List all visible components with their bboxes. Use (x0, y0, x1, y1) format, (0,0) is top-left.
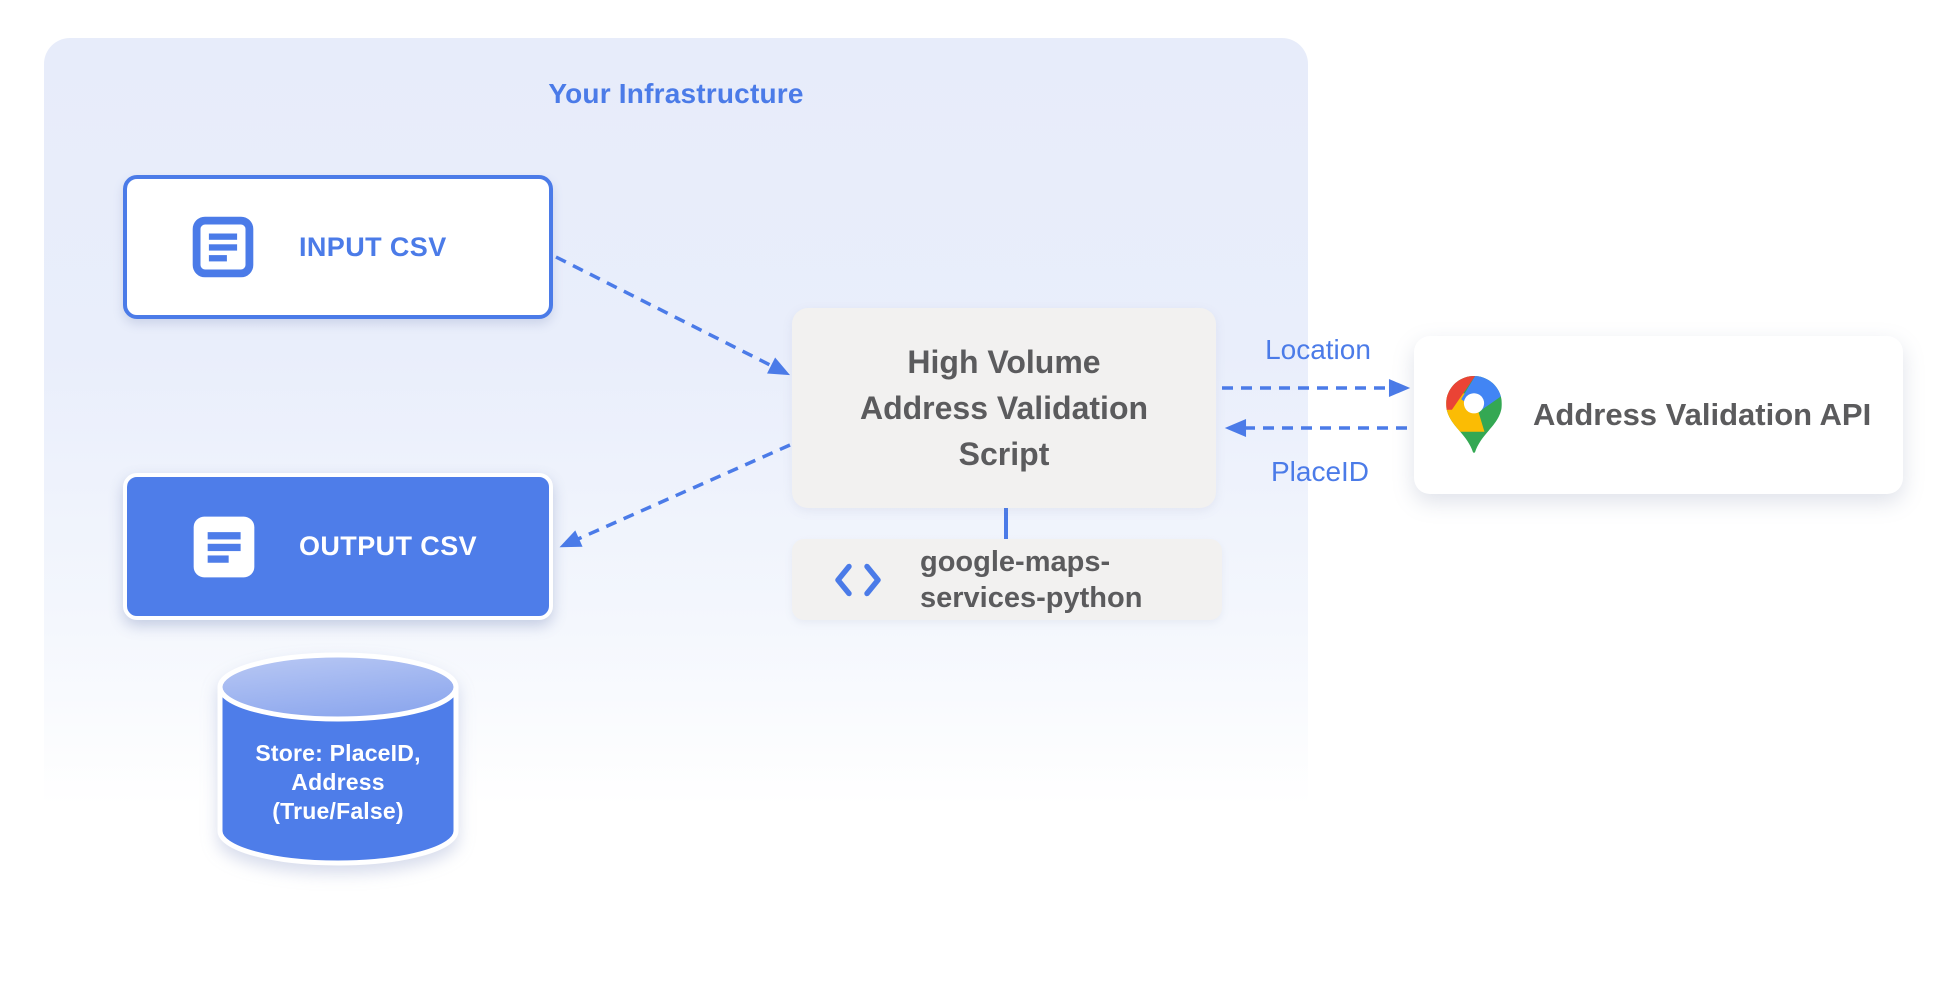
placeid-edge-label: PlaceID (1270, 456, 1370, 487)
node-output-csv: OUTPUT CSV (123, 473, 553, 620)
library-line-2: services-python (920, 581, 1143, 614)
library-line-1: google-maps- (920, 545, 1111, 578)
google-maps-pin-icon (1446, 375, 1502, 453)
code-icon (835, 563, 881, 596)
node-input-csv: INPUT CSV (123, 175, 553, 319)
script-line-1: High Volume (907, 344, 1101, 380)
datastore-line-3: (True/False) (272, 798, 404, 824)
datastore-line-1: Store: PlaceID, (255, 740, 421, 766)
node-library: google-maps- services-python (792, 539, 1222, 620)
document-lines-icon (193, 516, 255, 577)
node-validation-script: High Volume Address Validation Script (792, 308, 1216, 508)
database-cylinder-icon (217, 652, 459, 866)
script-line-3: Script (958, 436, 1050, 472)
node-address-validation-api: Address Validation API (1414, 336, 1903, 494)
output-csv-label: OUTPUT CSV (299, 531, 478, 561)
script-line-2: Address Validation (859, 390, 1149, 426)
api-label: Address Validation API (1533, 397, 1872, 432)
location-edge-label: Location (1265, 334, 1371, 365)
document-lines-icon (192, 216, 254, 278)
datastore-line-2: Address (291, 769, 385, 795)
input-csv-label: INPUT CSV (299, 231, 447, 262)
library-label: google-maps- services-python (920, 544, 1142, 616)
infrastructure-title: Your Infrastructure (548, 78, 804, 109)
datastore-label: Store: PlaceID, Address (True/False) (218, 739, 458, 826)
